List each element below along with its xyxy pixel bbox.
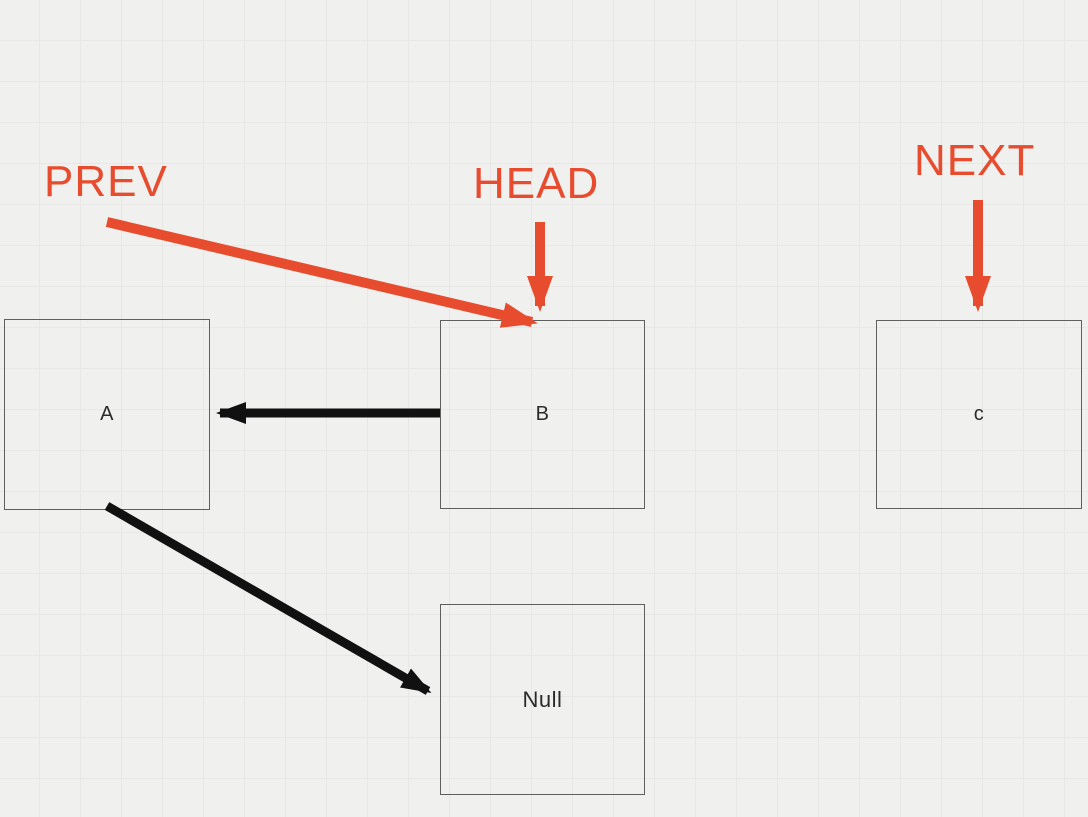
- node-box-c[interactable]: c: [876, 320, 1082, 509]
- node-label-c: c: [973, 403, 985, 425]
- node-label-b: B: [535, 403, 550, 425]
- next-pointer-label[interactable]: NEXT: [914, 136, 1036, 185]
- node-label-null: Null: [522, 686, 563, 712]
- node-box-null[interactable]: Null: [440, 604, 645, 795]
- node-box-b[interactable]: B: [440, 320, 645, 509]
- a-to-null-arrow[interactable]: [104, 502, 432, 695]
- node-box-a[interactable]: A: [4, 319, 210, 510]
- prev-pointer-label[interactable]: PREV: [44, 157, 168, 206]
- prev-arrow[interactable]: [105, 217, 538, 328]
- head-pointer-label[interactable]: HEAD: [473, 159, 600, 208]
- node-label-a: A: [100, 403, 114, 425]
